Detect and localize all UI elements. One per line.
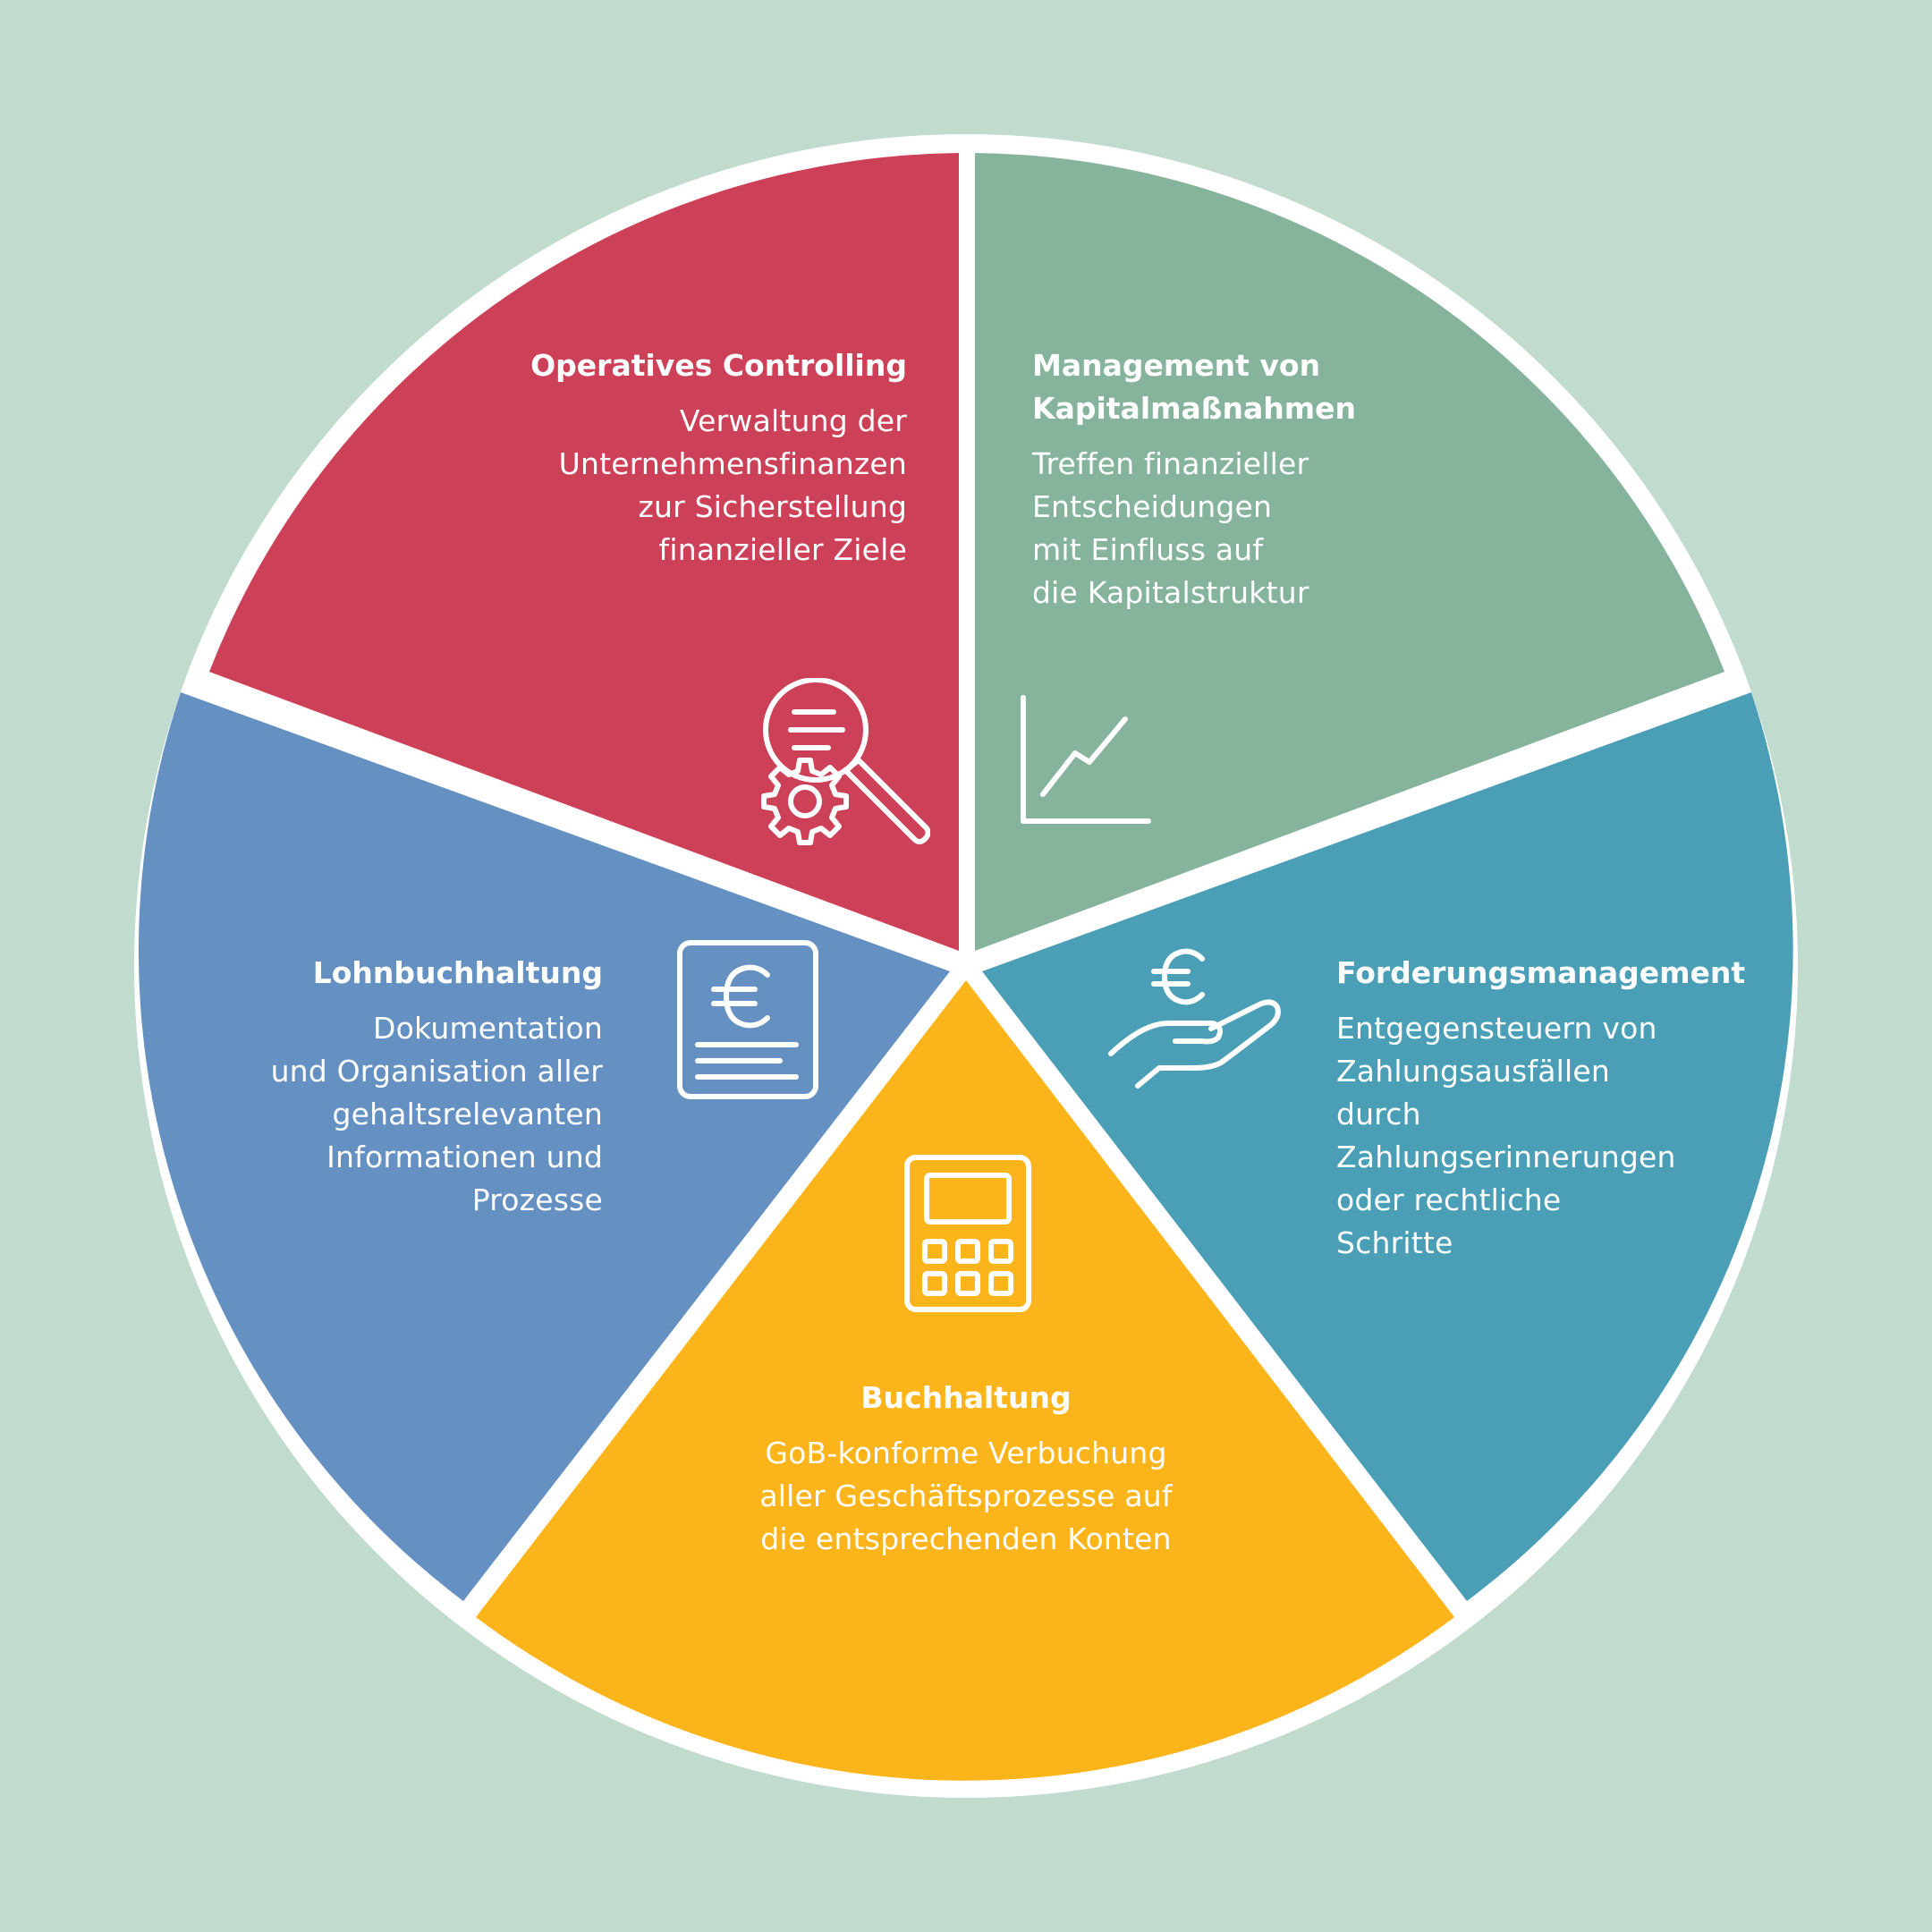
kapitalmassnahmen-description: Treffen finanzieller Entscheidungen mit … (1032, 446, 1309, 610)
euro-hand-icon (1107, 946, 1281, 1091)
forderungsmanagement-description: Entgegensteuern von Zahlungsausfällen du… (1336, 1011, 1676, 1260)
line-chart-icon (1020, 694, 1154, 825)
segment-forderungsmanagement (982, 692, 1793, 1601)
segment-buchhaltung (476, 980, 1454, 1781)
segment-lohnbuchhaltung (138, 692, 950, 1601)
kapitalmassnahmen-title: Management von Kapitalmaßnahmen (1032, 348, 1357, 426)
calculator-icon (903, 1154, 1032, 1313)
lohnbuchhaltung-description: Dokumentation und Organisation aller geh… (270, 1011, 603, 1217)
segment-kapitalmassnahmen (975, 153, 1724, 951)
operatives-controlling-description: Verwaltung der Unternehmensfinanzen zur … (558, 403, 907, 567)
kapitalmassnahmen-text: Management von Kapitalmaßnahmen Treffen … (1032, 344, 1533, 614)
operatives-controlling-title: Operatives Controlling (530, 348, 907, 383)
magnifier-gear-icon (758, 678, 930, 850)
buchhaltung-text: Buchhaltung GoB-konforme Verbuchung alle… (698, 1377, 1234, 1561)
lohnbuchhaltung-text: Lohnbuchhaltung Dokumentation und Organi… (138, 952, 603, 1222)
euro-document-icon (676, 939, 819, 1100)
forderungsmanagement-text: Forderungsmanagement Entgegensteuern von… (1336, 952, 1837, 1265)
forderungsmanagement-title: Forderungsmanagement (1336, 955, 1746, 990)
buchhaltung-title: Buchhaltung (860, 1380, 1072, 1415)
operatives-controlling-text: Operatives Controlling Verwaltung der Un… (406, 344, 907, 572)
lohnbuchhaltung-title: Lohnbuchhaltung (312, 955, 603, 990)
buchhaltung-description: GoB-konforme Verbuchung aller Geschäftsp… (759, 1436, 1173, 1556)
